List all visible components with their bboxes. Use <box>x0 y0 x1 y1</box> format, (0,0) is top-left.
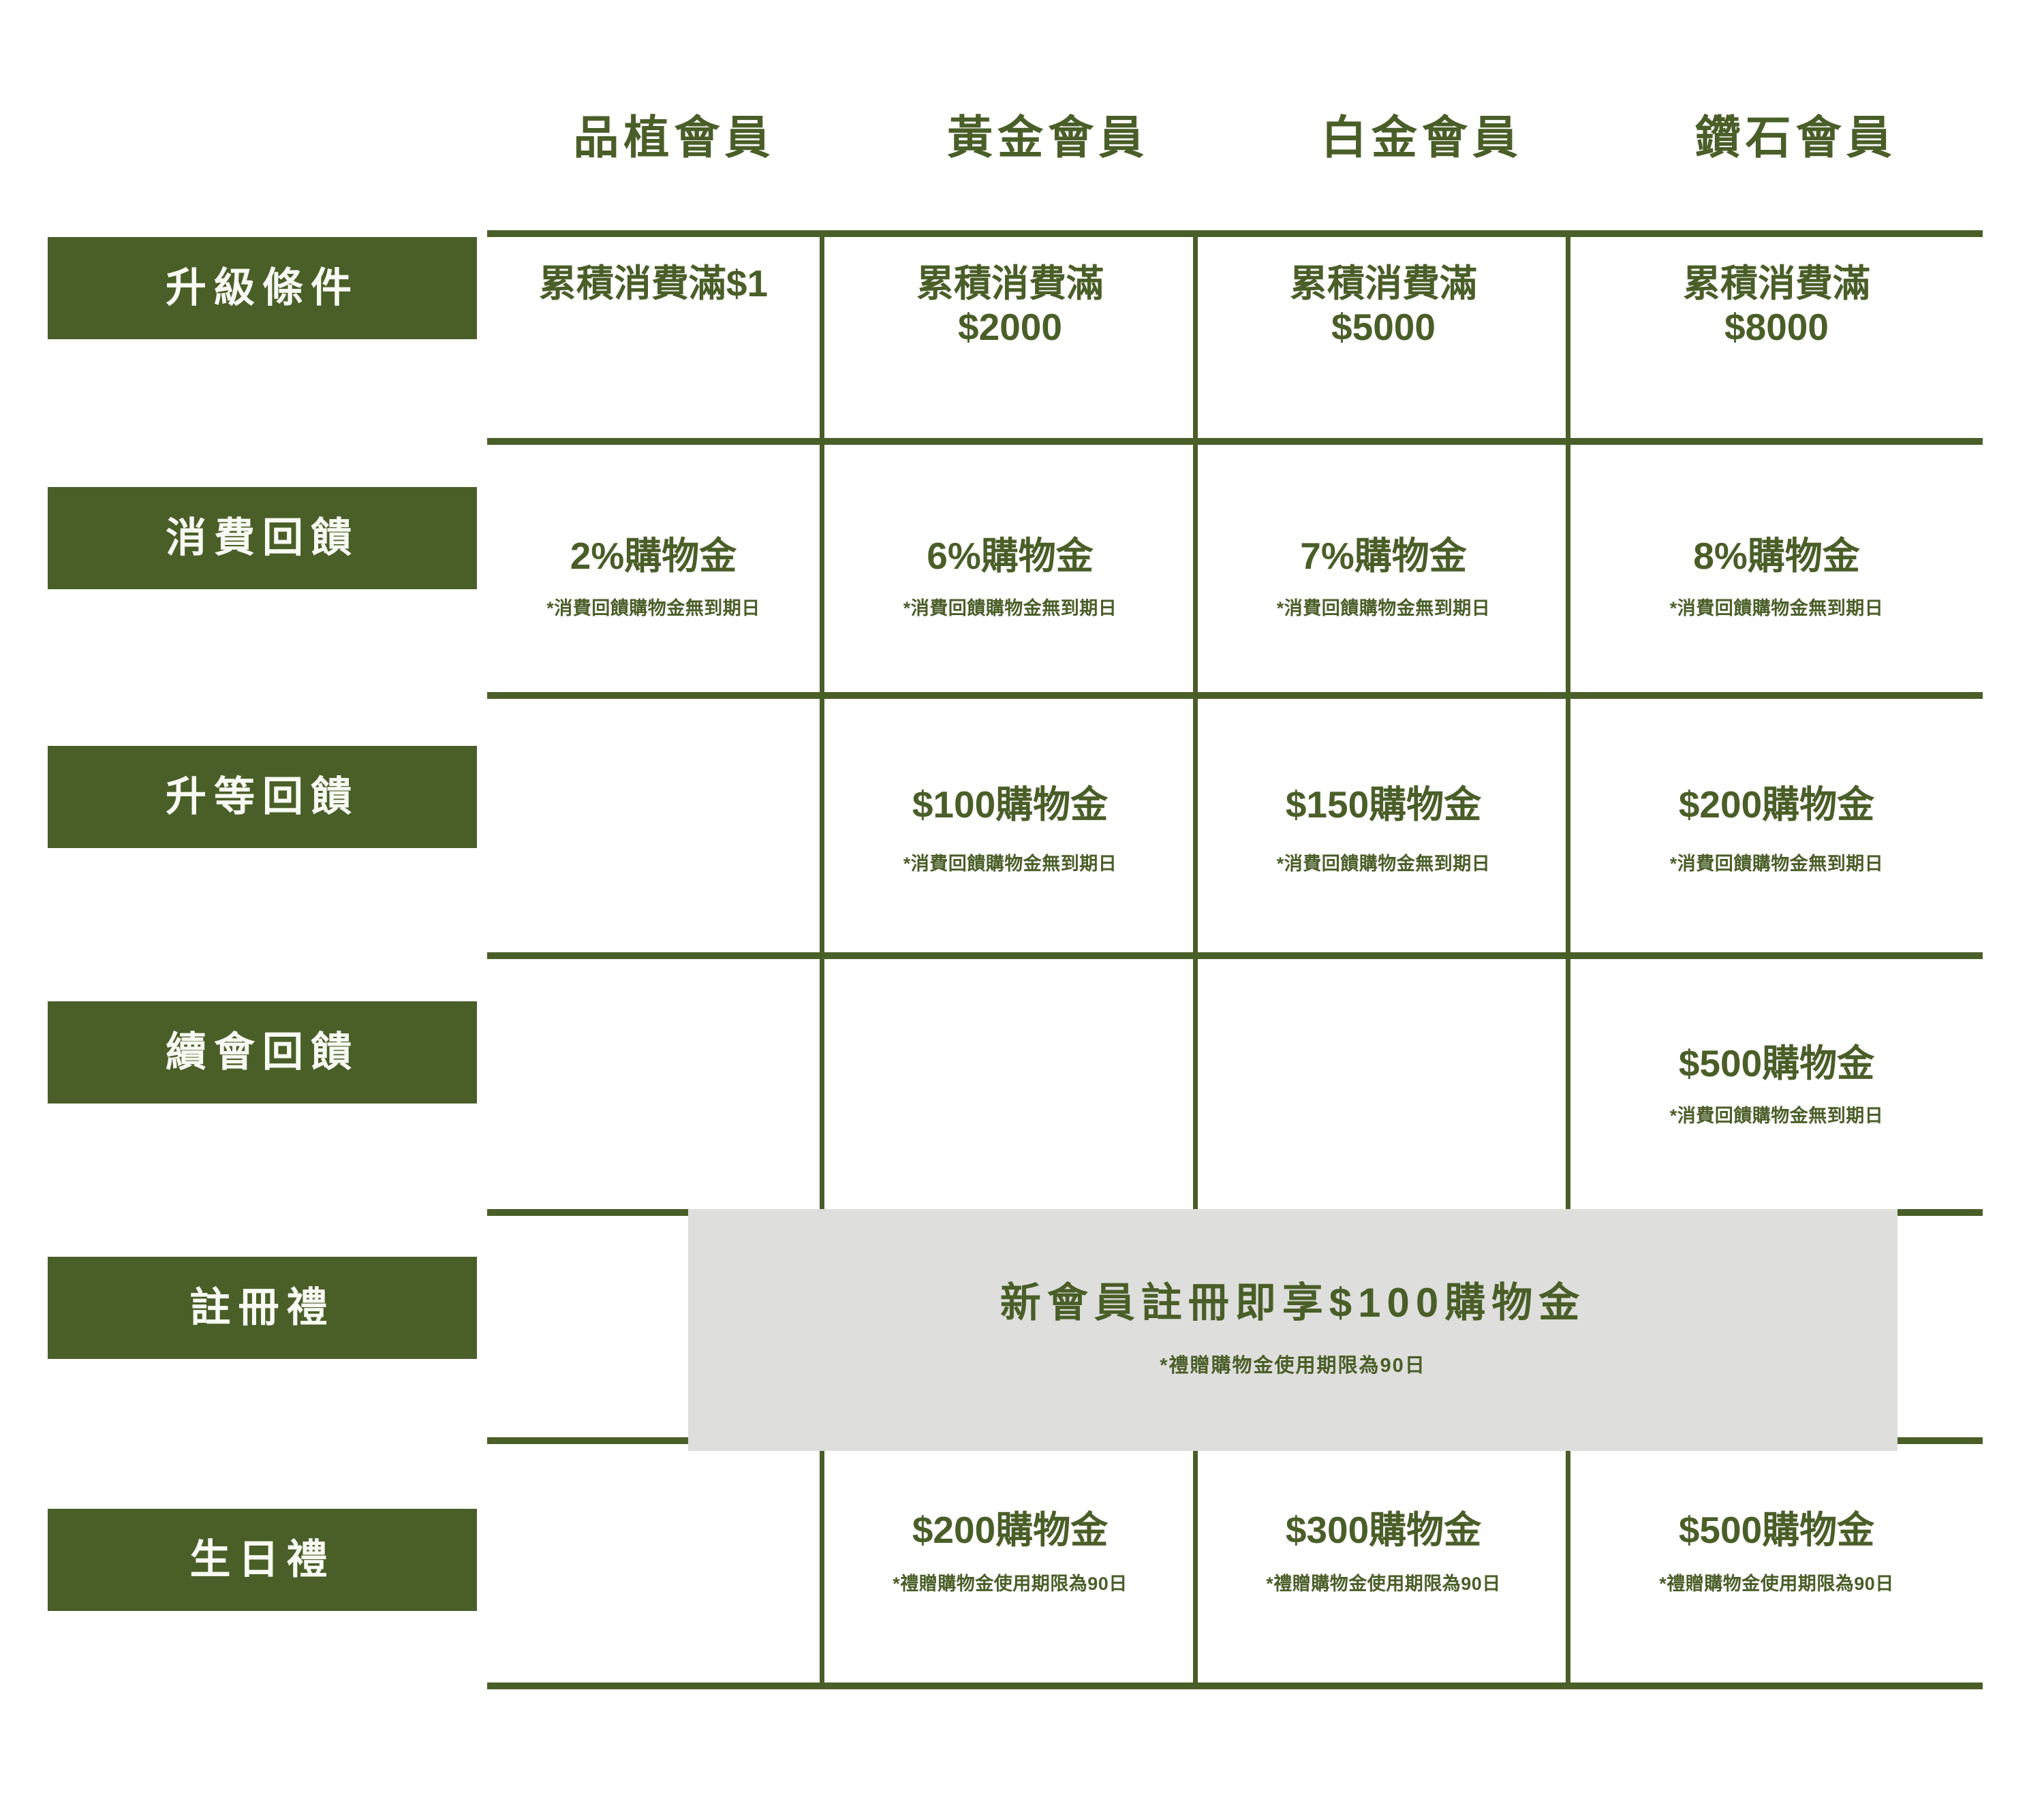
cell-upgrade-condition-tier-3: 累積消費滿 $5000 <box>1198 262 1569 426</box>
cell-value: 累積消費滿$1 <box>538 262 769 304</box>
cell-spending-rebate-tier-3: 7%購物金 *消費回饋購物金無到期日 <box>1198 535 1569 671</box>
cell-footnote: *消費回饋購物金無到期日 <box>1669 853 1884 874</box>
cell-spending-rebate-tier-1: 2%購物金 *消費回饋購物金無到期日 <box>487 535 820 671</box>
table-grid <box>487 230 1983 1689</box>
grid-vline-3 <box>1566 230 1570 1689</box>
cell-footnote: *禮贈購物金使用期限為90日 <box>1659 1573 1894 1594</box>
column-header-tier-4: 鑽石會員 <box>1694 112 1897 163</box>
cell-value: 7%購物金 <box>1300 535 1467 577</box>
column-header-tier-3: 白金會員 <box>1320 112 1523 163</box>
cell-value: 6%購物金 <box>927 535 1094 577</box>
cell-footnote: *消費回饋購物金無到期日 <box>1276 853 1491 874</box>
cell-renewal-rebate-tier-3 <box>1198 1042 1569 1178</box>
cell-value: $200購物金 <box>1678 783 1875 826</box>
cell-value: $500購物金 <box>1678 1042 1875 1084</box>
cell-footnote: *消費回饋購物金無到期日 <box>1276 597 1491 619</box>
cell-upgrade-rebate-tier-1 <box>487 783 820 920</box>
cell-value: 累積消費滿 $5000 <box>1289 262 1477 348</box>
cell-footnote: *消費回饋購物金無到期日 <box>1669 597 1884 619</box>
cell-footnote: *禮贈購物金使用期限為90日 <box>893 1573 1128 1594</box>
column-header-tier-1: 品植會員 <box>573 112 775 163</box>
cell-spending-rebate-tier-2: 6%購物金 *消費回饋購物金無到期日 <box>824 535 1196 671</box>
row-label-upgrade-condition: 升級條件 <box>48 237 477 339</box>
row-label-registration-gift: 註冊禮 <box>48 1257 477 1359</box>
row-label-spending-rebate: 消費回饋 <box>48 487 477 589</box>
grid-hline-3 <box>487 952 1983 959</box>
row-label-birthday-gift: 生日禮 <box>48 1509 477 1611</box>
cell-upgrade-rebate-tier-4: $200購物金 *消費回饋購物金無到期日 <box>1570 783 1983 920</box>
cell-value: $500購物金 <box>1678 1509 1875 1551</box>
cell-value: $100購物金 <box>912 783 1109 826</box>
grid-hline-1 <box>487 438 1983 445</box>
column-header-row: 品植會員 黃金會員 白金會員 鑽石會員 <box>487 95 1983 181</box>
cell-footnote: *禮贈購物金使用期限為90日 <box>1266 1573 1501 1594</box>
grid-hline-bottom <box>487 1682 1983 1689</box>
cell-value: 2%購物金 <box>570 535 737 577</box>
grid-vline-1 <box>820 230 824 1689</box>
cell-renewal-rebate-tier-4: $500購物金 *消費回饋購物金無到期日 <box>1570 1042 1983 1178</box>
grid-hline-top <box>487 230 1983 237</box>
cell-birthday-gift-tier-3: $300購物金 *禮贈購物金使用期限為90日 <box>1198 1509 1569 1645</box>
cell-footnote: *消費回饋購物金無到期日 <box>1669 1105 1884 1126</box>
cell-footnote: *消費回饋購物金無到期日 <box>903 597 1117 619</box>
cell-birthday-gift-tier-1 <box>487 1509 820 1645</box>
cell-value: 累積消費滿 $8000 <box>1682 262 1870 348</box>
registration-gift-headline: 新會員註冊即享$100購物金 <box>1000 1279 1586 1326</box>
cell-birthday-gift-tier-2: $200購物金 *禮贈購物金使用期限為90日 <box>824 1509 1196 1645</box>
cell-renewal-rebate-tier-2 <box>824 1042 1196 1178</box>
cell-value: $150購物金 <box>1285 783 1482 826</box>
cell-birthday-gift-tier-4: $500購物金 *禮贈購物金使用期限為90日 <box>1570 1509 1983 1645</box>
row-label-upgrade-rebate: 升等回饋 <box>48 746 477 848</box>
cell-upgrade-condition-tier-4: 累積消費滿 $8000 <box>1570 262 1983 426</box>
grid-hline-2 <box>487 692 1983 699</box>
grid-vline-2 <box>1193 230 1198 1689</box>
cell-footnote: *消費回饋購物金無到期日 <box>903 853 1117 874</box>
cell-value: $200購物金 <box>912 1509 1109 1551</box>
cell-renewal-rebate-tier-1 <box>487 1042 820 1178</box>
registration-gift-banner: 新會員註冊即享$100購物金 *禮贈購物金使用期限為90日 <box>688 1209 1898 1451</box>
row-label-renewal-rebate: 續會回饋 <box>48 1001 477 1103</box>
column-header-tier-2: 黃金會員 <box>947 112 1149 163</box>
cell-value: $300購物金 <box>1285 1509 1482 1551</box>
cell-upgrade-rebate-tier-3: $150購物金 *消費回饋購物金無到期日 <box>1198 783 1569 920</box>
cell-upgrade-rebate-tier-2: $100購物金 *消費回饋購物金無到期日 <box>824 783 1196 920</box>
cell-value: 8%購物金 <box>1693 535 1860 577</box>
cell-upgrade-condition-tier-2: 累積消費滿 $2000 <box>824 262 1196 426</box>
registration-gift-footnote: *禮贈購物金使用期限為90日 <box>1160 1354 1426 1377</box>
cell-spending-rebate-tier-4: 8%購物金 *消費回饋購物金無到期日 <box>1570 535 1983 671</box>
cell-value: 累積消費滿 $2000 <box>916 262 1104 348</box>
cell-upgrade-condition-tier-1: 累積消費滿$1 <box>487 262 820 426</box>
cell-footnote: *消費回饋購物金無到期日 <box>546 597 760 619</box>
